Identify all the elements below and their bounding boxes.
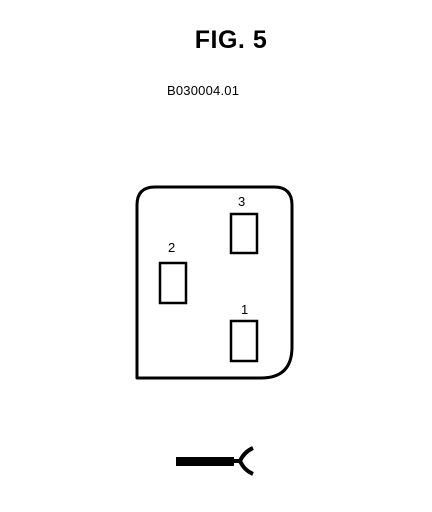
wire-bar: [176, 457, 234, 466]
pin-2: 2: [158, 240, 188, 305]
wire-harness-connector-icon: [176, 446, 254, 476]
pin-3: 3: [229, 194, 259, 255]
connector-housing: [135, 185, 294, 380]
connector-fork: [232, 446, 254, 476]
pin-3-label: 3: [238, 194, 245, 209]
figure-code: B030004.01: [167, 83, 240, 98]
figure-title: FIG. 5: [194, 26, 268, 54]
pin-2-label: 2: [168, 240, 175, 255]
pin-1-label: 1: [241, 302, 248, 317]
pin-1: 1: [229, 302, 259, 363]
pin-1-terminal: [229, 319, 259, 363]
pin-2-terminal: [158, 261, 188, 305]
pin-3-terminal: [229, 212, 259, 255]
